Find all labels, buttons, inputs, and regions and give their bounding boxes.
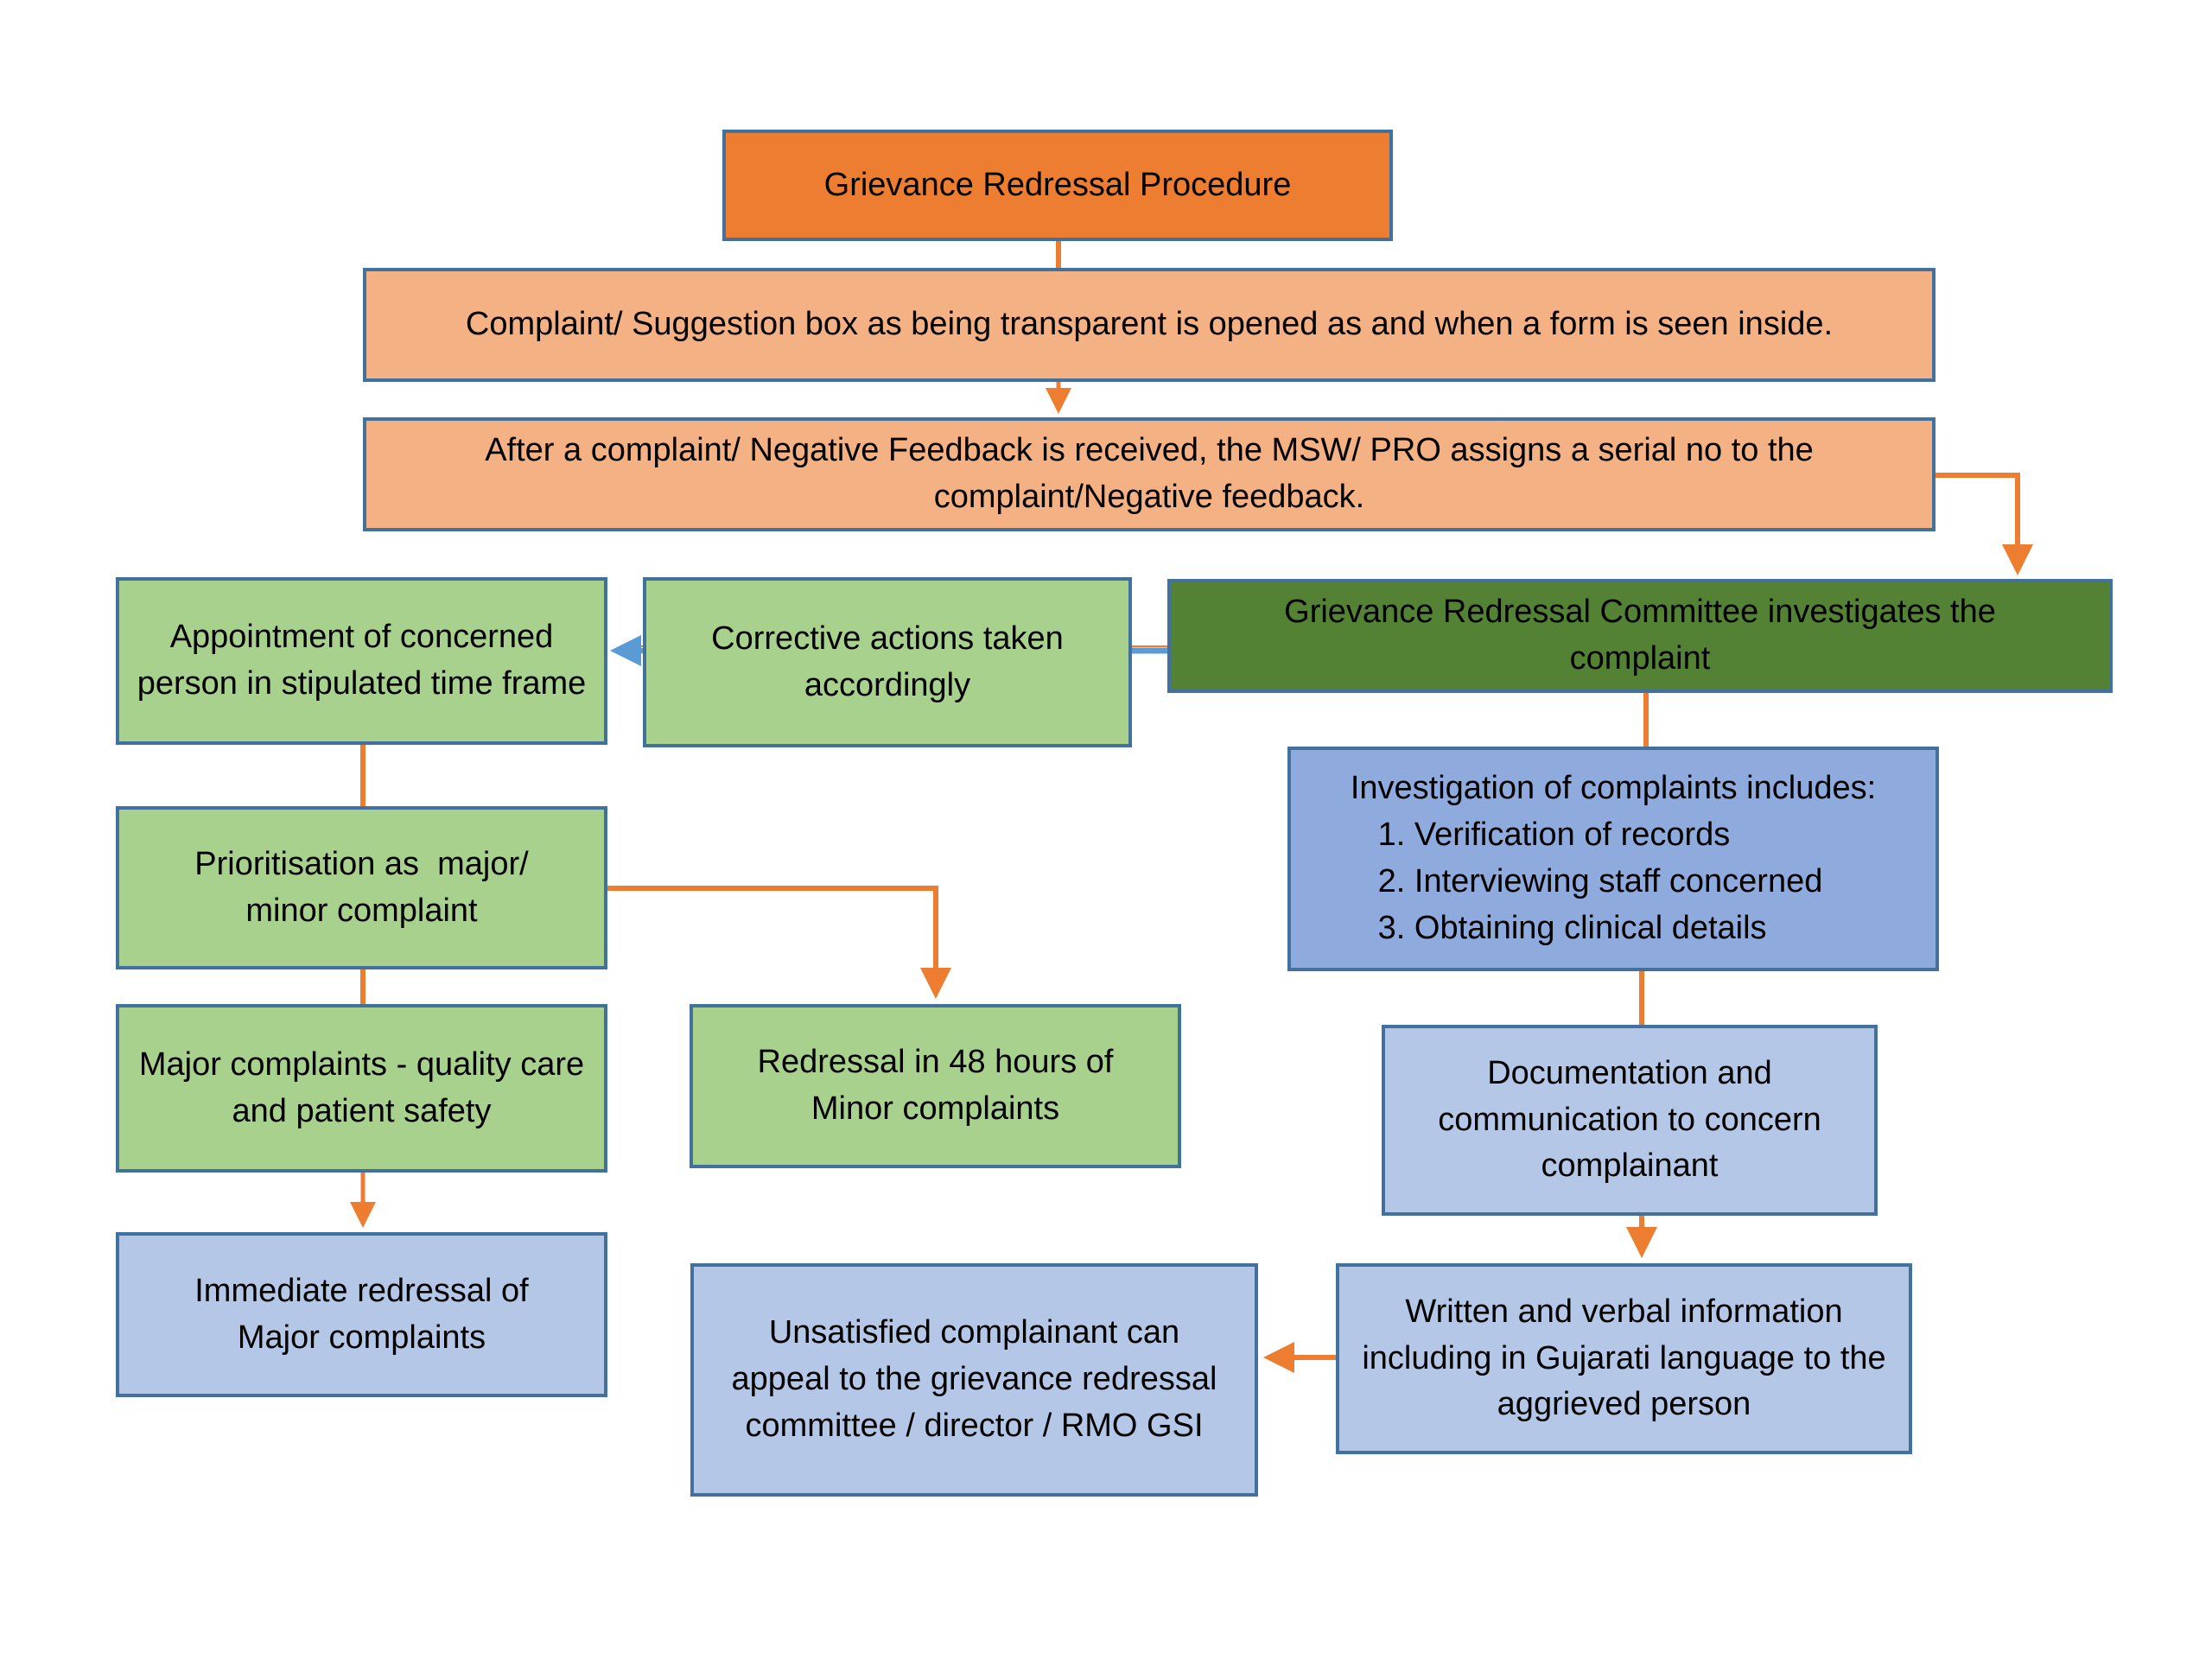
appeal-label: Unsatisfied complainant can appeal to th… [731, 1314, 1217, 1444]
minor-redressal-label: Redressal in 48 hours of Minor complaint… [757, 1044, 1114, 1127]
immediate-redressal-step: Immediate redressal of Major complaints [116, 1232, 607, 1397]
serial-number-step: After a complaint/ Negative Feedback is … [363, 417, 1936, 531]
appointment-label: Appointment of concerned person in stipu… [137, 619, 587, 702]
immediate-redressal-label: Immediate redressal of Major complaints [194, 1272, 529, 1356]
investigation-item: 3. Obtaining clinical details [1377, 909, 1767, 946]
investigation-heading: Investigation of complaints includes: [1350, 770, 1877, 807]
serial-number-label: After a complaint/ Negative Feedback is … [485, 432, 1814, 515]
connector-serial-to-committee [1934, 473, 2033, 575]
committee-label: Grievance Redressal Committee investigat… [1284, 594, 1996, 677]
minor-redressal-step: Redressal in 48 hours of Minor complaint… [690, 1004, 1181, 1168]
written-info-step: Written and verbal information including… [1336, 1263, 1912, 1454]
appeal-step: Unsatisfied complainant can appeal to th… [690, 1263, 1258, 1497]
major-complaints-label: Major complaints - quality care and pati… [138, 1046, 585, 1129]
prioritisation-step: Prioritisation as major/ minor complaint [116, 806, 607, 969]
written-info-label: Written and verbal information including… [1362, 1293, 1886, 1423]
investigation-item: 2. Interviewing staff concerned [1377, 863, 1823, 899]
documentation-label: Documentation and communication to conce… [1438, 1054, 1821, 1185]
investigation-item: 1. Verification of records [1377, 817, 1731, 854]
title-box: Grievance Redressal Procedure [722, 130, 1393, 241]
corrective-actions-step: Corrective actions taken accordingly [643, 577, 1132, 747]
appointment-step: Appointment of concerned person in stipu… [116, 577, 607, 745]
connector-prioritisation-to-minor [607, 886, 951, 999]
prioritisation-label: Prioritisation as major/ minor complaint [194, 845, 538, 929]
major-complaints-step: Major complaints - quality care and pati… [116, 1004, 607, 1173]
title-label: Grievance Redressal Procedure [823, 166, 1292, 203]
investigation-list: 1. Verification of records 2. Interviewi… [1378, 812, 1823, 952]
committee-step: Grievance Redressal Committee investigat… [1167, 579, 2113, 693]
corrective-actions-label: Corrective actions taken accordingly [711, 620, 1064, 703]
documentation-step: Documentation and communication to conce… [1382, 1025, 1878, 1216]
suggestion-box-step: Complaint/ Suggestion box as being trans… [363, 268, 1936, 382]
investigation-step: Investigation of complaints includes: 1.… [1287, 747, 1939, 971]
suggestion-box-label: Complaint/ Suggestion box as being trans… [465, 306, 1834, 343]
